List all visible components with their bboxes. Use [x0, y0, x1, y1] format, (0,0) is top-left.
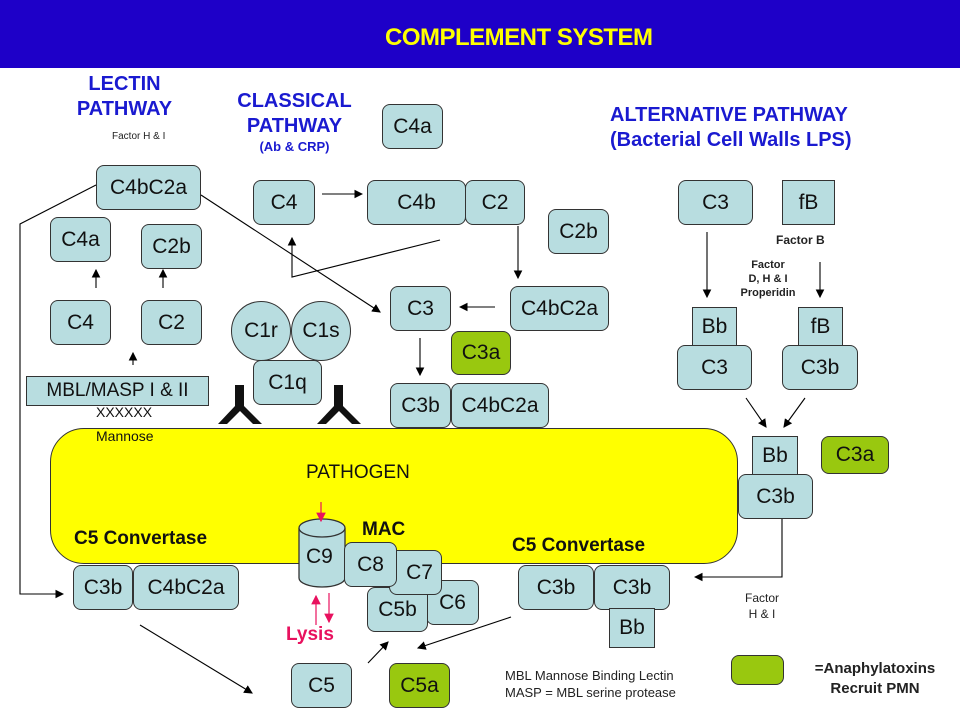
alt-bb2-node: Bb — [752, 436, 798, 476]
lectin-factor-note: Factor H & I — [112, 131, 166, 142]
lysis-label: Lysis — [286, 624, 334, 645]
classical-c3-node: C3 — [390, 286, 451, 331]
arrow-c4b-to-c4 — [287, 236, 441, 278]
alt-fb2-node: fB — [798, 307, 843, 347]
alt-c3b-bound-node: C3b — [738, 474, 813, 519]
anaphylatoxin-line1: =Anaphylatoxins — [814, 660, 936, 677]
abbrev-masp: MASP = MBL serine protease — [505, 685, 676, 700]
alt-factors-label: Factor D, H & I Properidin — [728, 258, 808, 300]
left-convertase-c3b-node: C3b — [73, 565, 133, 610]
alt-c3-complex-node: C3 — [677, 345, 752, 390]
right-convertase-c3b1-node: C3b — [518, 565, 594, 610]
antibody-right-icon — [317, 385, 361, 424]
lectin-c4bc2a-node: C4bC2a — [96, 165, 201, 210]
lectin-title-line1: LECTIN — [88, 73, 161, 95]
classical-c3b-node: C3b — [390, 383, 451, 428]
alt-factors-line2: D, H & I — [748, 273, 788, 285]
abbreviation-legend: MBL Mannose Binding Lectin MASP = MBL se… — [505, 667, 676, 701]
right-convertase-bb-node: Bb — [609, 608, 655, 648]
classical-c2b-node: C2b — [548, 209, 609, 254]
left-convertase-c4bc2a-node: C4bC2a — [133, 565, 239, 610]
classical-title-line1: CLASSICAL — [237, 90, 352, 112]
lectin-c2-node: C2 — [141, 300, 202, 345]
classical-c2-node: C2 — [465, 180, 525, 225]
lectin-c2b-node: C2b — [141, 224, 202, 269]
classical-c4b-node: C4b — [367, 180, 466, 225]
alt-c3a-node: C3a — [821, 436, 889, 474]
anaphylatoxin-legend: =Anaphylatoxins Recruit PMN — [795, 659, 955, 699]
lectin-pathway-title: LECTIN PATHWAY — [62, 72, 187, 122]
factor-b-label: Factor B — [776, 233, 825, 247]
abbrev-mbl: MBL Mannose Binding Lectin — [505, 668, 674, 683]
c5-node: C5 — [291, 663, 352, 708]
arrow-c3-to-bound — [745, 397, 767, 428]
classical-c4bc2a-bound-node: C4bC2a — [451, 383, 549, 428]
classical-c4bc2a-node: C4bC2a — [510, 286, 609, 331]
alt-factors-line1: Factor — [751, 259, 785, 271]
alt-c3b-node: C3b — [782, 345, 858, 390]
classical-c3a-node: C3a — [451, 331, 511, 375]
arrow-c5-to-c5b — [367, 641, 389, 664]
alt-factor-hi-label: Factor H & I — [745, 590, 779, 622]
classical-subtitle: (Ab & CRP) — [259, 139, 330, 154]
lectin-c4-node: C4 — [50, 300, 111, 345]
alt-fb-node: fB — [782, 180, 835, 225]
alt-factor-hi-line2: H & I — [748, 607, 776, 621]
alt-bb1-node: Bb — [692, 307, 737, 347]
classical-title-line2: PATHWAY — [246, 115, 343, 137]
mac-label: MAC — [362, 519, 406, 540]
alternative-title-line1: ALTERNATIVE PATHWAY — [610, 104, 848, 126]
alt-factor-hi-line1: Factor — [745, 591, 780, 605]
lectin-c4a-node: C4a — [50, 217, 111, 262]
classical-pathway-title: CLASSICAL PATHWAY (Ab & CRP) — [222, 89, 367, 155]
pathogen-cell — [50, 428, 738, 564]
pathogen-label: PATHOGEN — [306, 462, 410, 483]
c5-convertase-right-label: C5 Convertase — [512, 535, 646, 556]
alt-factors-line3: Properidin — [740, 287, 796, 299]
alt-c3-node: C3 — [678, 180, 753, 225]
c5a-node: C5a — [389, 663, 450, 708]
page-title: COMPLEMENT SYSTEM — [385, 24, 653, 51]
c8-node: C8 — [344, 542, 397, 587]
alternative-title-line2: (Bacterial Cell Walls LPS) — [610, 129, 852, 151]
anaphylatoxin-swatch — [731, 655, 784, 685]
arrow-c3b-to-bound — [783, 397, 806, 428]
mannose-label: Mannose — [96, 428, 154, 444]
classical-c4a-node: C4a — [382, 104, 443, 149]
right-convertase-c3b2-node: C3b — [594, 565, 670, 610]
c9-label: C9 — [306, 545, 333, 568]
lectin-title-line2: PATHWAY — [76, 98, 173, 120]
classical-c4-node: C4 — [253, 180, 315, 225]
c5-convertase-left-label: C5 Convertase — [74, 528, 208, 549]
c1s-node: C1s — [291, 301, 351, 361]
arrow-convertase-to-c5 — [139, 624, 253, 694]
mbl-masp-node: MBL/MASP I & II — [26, 376, 209, 406]
alternative-pathway-title: ALTERNATIVE PATHWAY (Bacterial Cell Wall… — [610, 103, 852, 153]
anaphylatoxin-line2: Recruit PMN — [830, 680, 920, 697]
c1q-node: C1q — [253, 360, 322, 405]
c9-cylinder — [298, 518, 346, 588]
mannose-binding-marks: XXXXXX — [96, 404, 153, 420]
c1r-node: C1r — [231, 301, 291, 361]
header-bar: COMPLEMENT SYSTEM — [0, 0, 960, 68]
